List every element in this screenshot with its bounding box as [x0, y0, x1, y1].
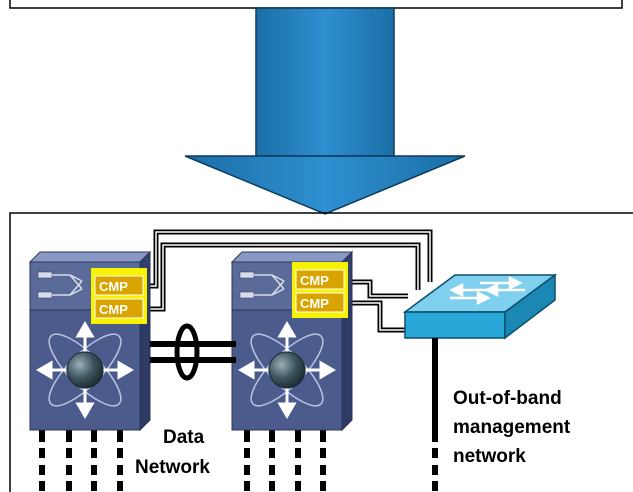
port-channel-link	[150, 323, 236, 381]
cmp-group-right: CMP CMP	[292, 262, 348, 318]
bottom-frame	[9, 212, 633, 492]
oob-label-line2: management	[453, 417, 571, 438]
top-frame	[9, 0, 623, 9]
oob-label-line1: Out-of-band	[453, 388, 562, 409]
cmp-label: CMP	[300, 273, 329, 288]
data-ports-right	[244, 430, 326, 491]
cmp-label: CMP	[99, 279, 128, 294]
access-switch-icon	[402, 273, 558, 340]
cmp-label: CMP	[99, 302, 128, 317]
data-ports-left	[39, 430, 123, 491]
data-network-label-line2: Network	[135, 457, 210, 478]
down-arrow-icon	[184, 7, 466, 215]
oob-label-line3: network	[453, 446, 526, 467]
cmp-label: CMP	[300, 296, 329, 311]
cmp-group-left: CMP CMP	[91, 268, 147, 324]
mgmt-cables-inner	[145, 231, 431, 331]
data-network-label-line1: Data	[163, 427, 205, 448]
oob-network-line	[432, 338, 438, 491]
